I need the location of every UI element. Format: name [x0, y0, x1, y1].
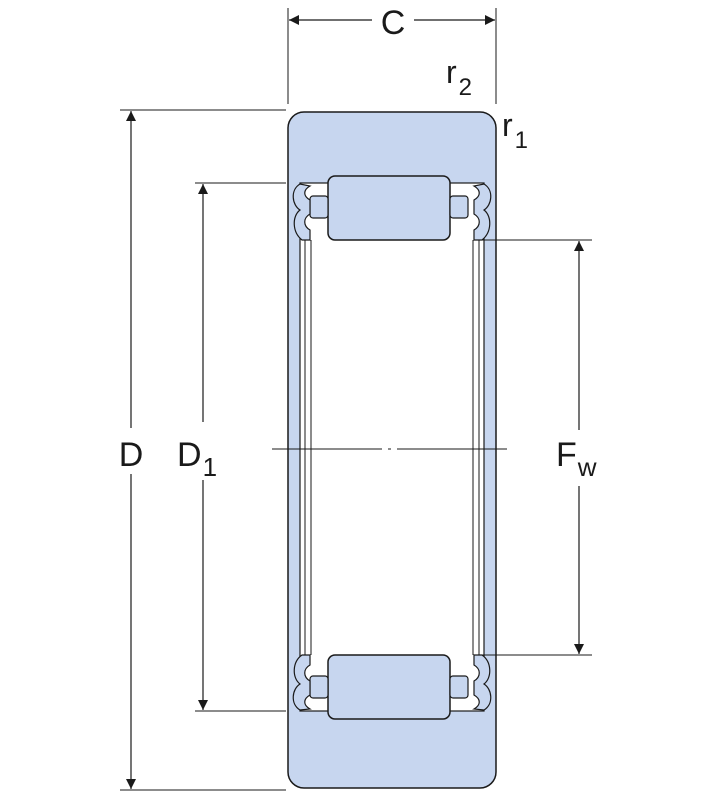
bottom-roller-group	[292, 654, 492, 720]
d1-label-gap	[174, 422, 234, 480]
r1-subscript: 1	[515, 127, 528, 154]
bearing-bore	[299, 182, 485, 712]
top-roller-group	[292, 175, 492, 241]
fw-subscript: w	[577, 452, 597, 482]
c-label: C	[381, 4, 406, 42]
d1-label: D1	[177, 436, 217, 482]
bottom-left-spacer	[309, 675, 329, 699]
top-roller	[327, 175, 451, 241]
bottom-right-spacer	[449, 675, 469, 699]
bottom-right-seal	[472, 654, 492, 711]
d1-subscript: 1	[203, 452, 217, 482]
fw-label-gap	[552, 430, 612, 486]
top-right-spacer	[449, 195, 469, 219]
r2-subscript: 2	[459, 74, 472, 101]
r1-label: r1	[502, 107, 528, 154]
outer-ring	[287, 111, 497, 789]
fw-label: Fw	[556, 436, 597, 482]
c-label-gap	[372, 2, 414, 40]
bottom-left-seal	[292, 654, 312, 711]
top-left-seal	[292, 183, 312, 241]
top-right-seal	[472, 183, 492, 241]
top-left-spacer	[309, 195, 329, 219]
bottom-roller	[327, 654, 451, 720]
extension-lines	[120, 8, 592, 791]
r2-label: r2	[446, 54, 472, 101]
d-label: D	[119, 436, 144, 474]
d-label-gap	[114, 428, 148, 474]
